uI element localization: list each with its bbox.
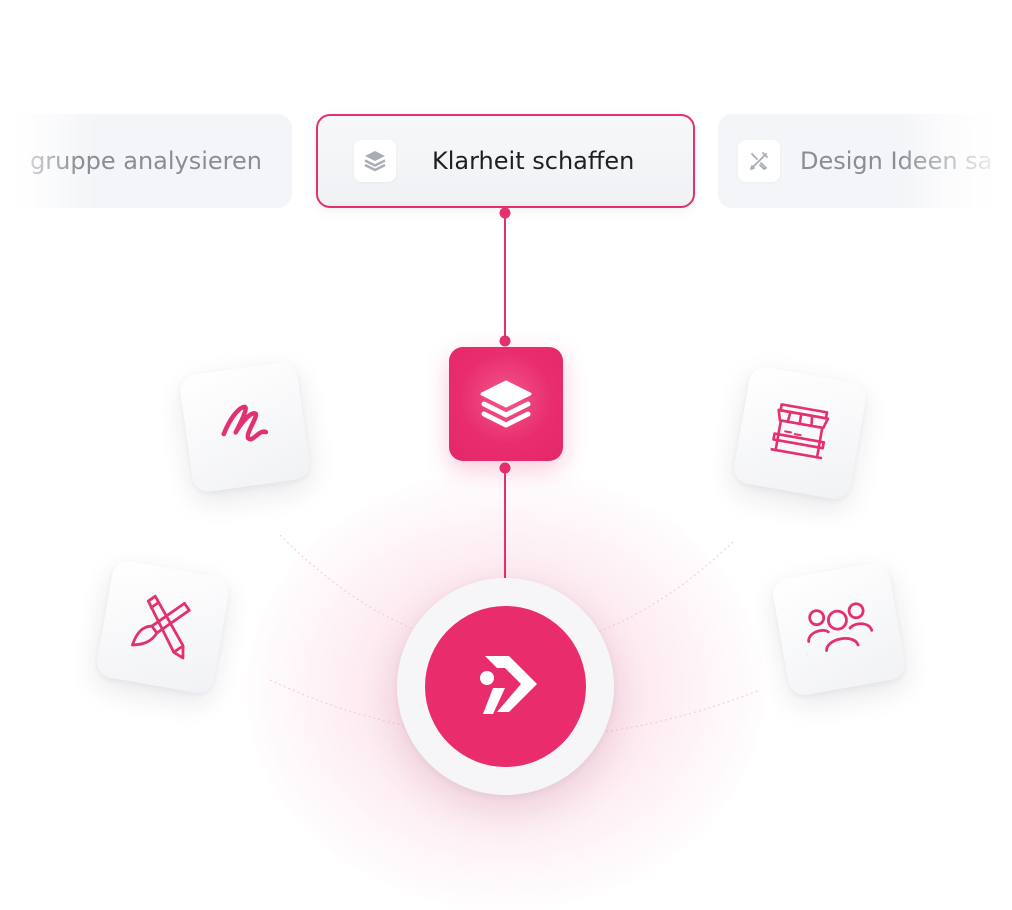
connector-line-top [504,213,506,341]
design-tools-icon [738,140,780,182]
pencil-brush-icon [131,594,191,660]
fade-overlay [0,114,80,208]
people-card[interactable] [770,560,908,698]
connector-line-bottom [504,468,506,583]
brand-logo-icon [479,655,537,714]
connector-dot [499,462,511,474]
pencil-brush-card[interactable] [94,558,232,696]
step-chip-current-label: Klarheit schaffen [432,147,635,175]
shop-card[interactable] [731,364,869,502]
step-chip-previous[interactable]: gruppe analysieren [0,114,292,208]
connector-dot [499,335,511,347]
step-chip-current[interactable]: Klarheit schaffen [316,114,695,208]
layers-icon [354,140,396,182]
scribble-card[interactable] [178,360,312,494]
shop-icon [770,403,830,460]
people-icon [807,602,874,652]
hub[interactable] [397,578,614,795]
scribble-icon [221,404,269,442]
connector-dot [499,207,511,219]
active-step-tile[interactable] [449,347,563,461]
hub-badge [425,606,586,767]
layers-icon [480,380,532,428]
step-chip-next[interactable]: Design Ideen sa [718,114,1012,208]
fade-overlay [898,114,1012,208]
